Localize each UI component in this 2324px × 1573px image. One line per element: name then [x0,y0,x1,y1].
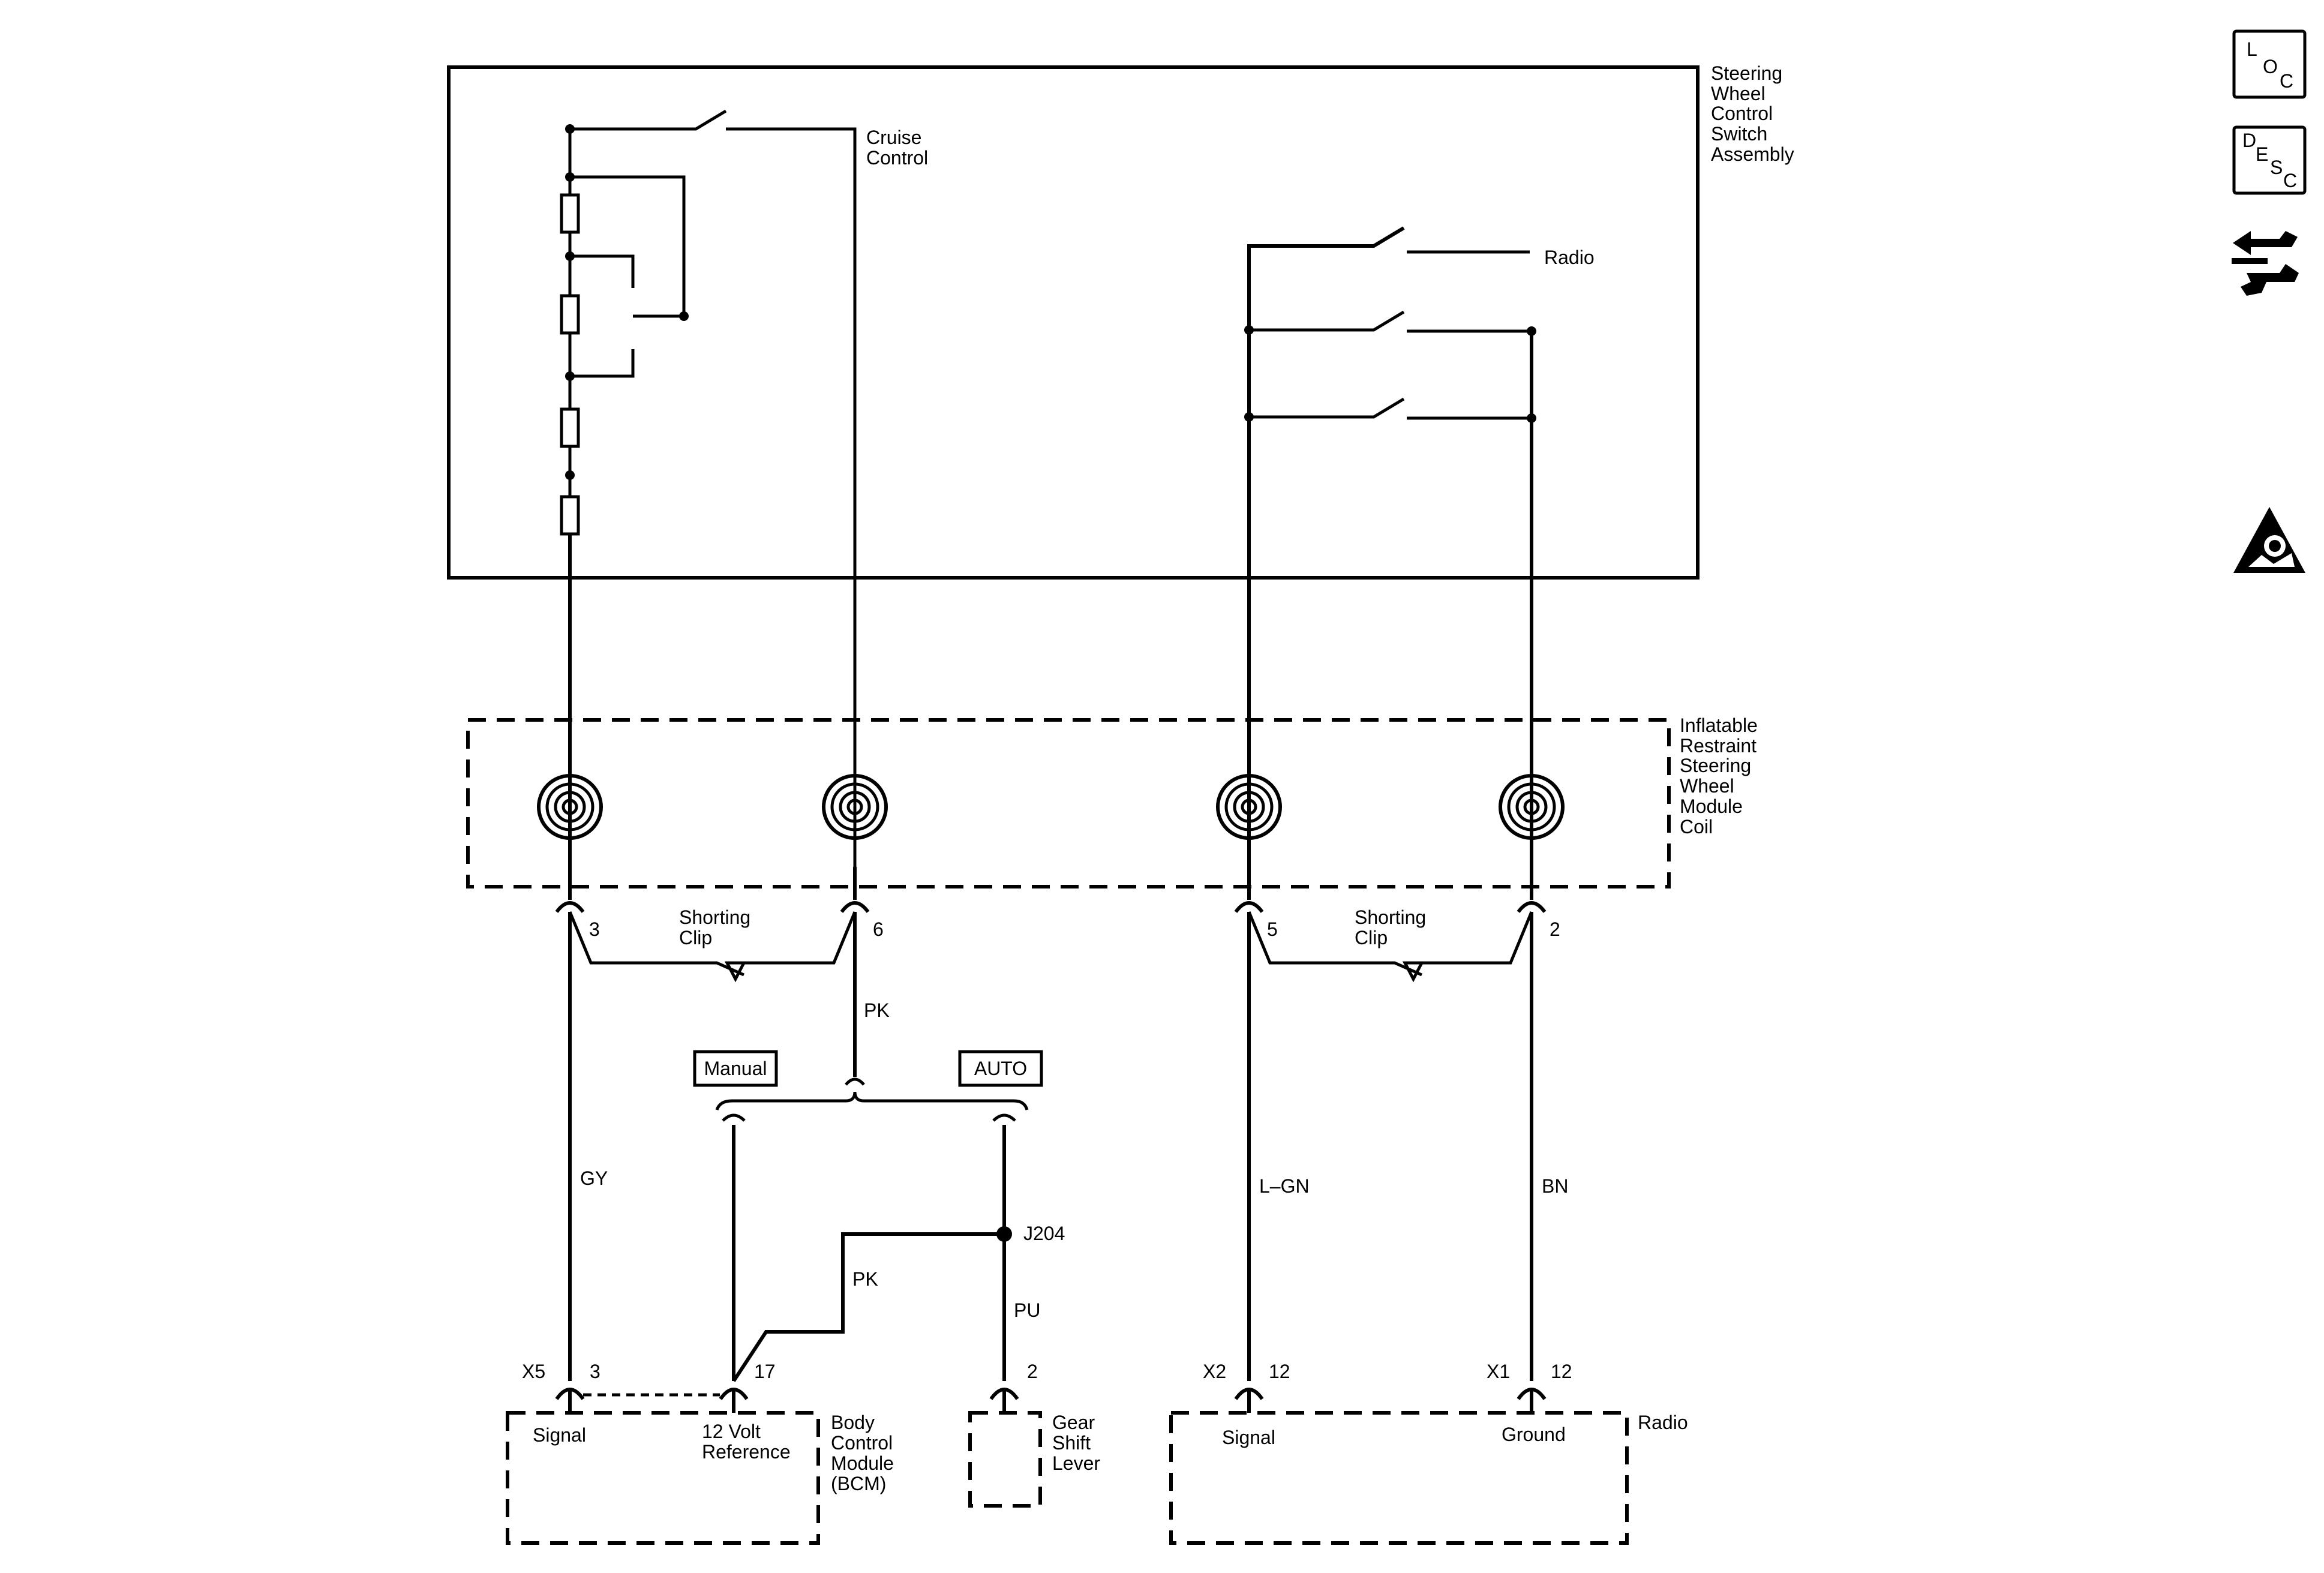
loc-letter-c: C [2280,70,2293,92]
bcm-title-1: Body [831,1412,875,1433]
radio-ground-label: Ground [1502,1424,1566,1445]
coil-pin-3: 3 [589,918,600,940]
shorting-clip-left-label-1: Shorting [679,906,750,928]
steering-switch-title-1: Steering [1711,62,1782,84]
desc-letter-d: D [2242,130,2256,151]
bcm-title-2: Control [831,1432,893,1454]
shorting-clip-left-label-2: Clip [679,927,712,948]
cruise-control-label-1: Cruise [866,127,921,148]
option-auto-label: AUTO [974,1058,1027,1079]
bcm-ref-label-2: Reference [702,1441,791,1463]
wire-color-pk-upper: PK [864,999,890,1021]
bcm-title-4: (BCM) [831,1473,886,1494]
wire-color-gy: GY [580,1167,608,1189]
bcm-pin-3: 3 [590,1361,600,1382]
coil-spiral-2 [822,774,888,840]
gear-shift-pin-2: 2 [1027,1361,1038,1382]
wire-color-lgn: L–GN [1259,1175,1310,1197]
cruise-control-label-2: Control [866,147,928,169]
coil-pin-2: 2 [1550,918,1560,940]
inflatable-restraint-coil: Inflatable Restraint Steering Wheel Modu… [466,715,1758,888]
cruise-resistor-ladder [560,109,857,867]
loc-letter-o: O [2263,56,2278,77]
radio-pin-ground-12: 12 [1551,1361,1572,1382]
radio-connector-x2: X2 [1203,1361,1226,1382]
option-manual-box: Manual [693,1050,778,1087]
coil-title-1: Inflatable [1680,715,1758,736]
steering-switch-title-4: Switch [1711,123,1767,145]
steering-switch-title-2: Wheel [1711,83,1765,104]
coil-connectors [555,867,1547,913]
coil-pin-6: 6 [873,918,884,940]
connector-tool-icon[interactable] [2232,231,2299,296]
steering-switch-title-3: Control [1711,103,1773,124]
steering-switch-title-5: Assembly [1711,143,1794,165]
radio-switch-bank [1244,226,1536,867]
radio-module-title: Radio [1638,1412,1688,1433]
shorting-clip-right-label-1: Shorting [1355,906,1426,928]
desc-letter-c: C [2283,170,2297,191]
loc-icon[interactable]: L O C [2232,29,2307,99]
shorting-clip-right [1247,911,1533,983]
steering-switch-assembly: Steering Wheel Control Switch Assembly [447,62,1794,867]
coil-title-5: Module [1680,795,1743,817]
coil-title-6: Coil [1680,816,1713,837]
option-manual-label: Manual [704,1058,767,1079]
bcm-signal-label: Signal [533,1424,586,1446]
gear-shift-title-1: Gear [1052,1412,1095,1433]
bcm-connector-x5: X5 [522,1361,545,1382]
airbag-warning-icon[interactable] [2233,507,2305,573]
bcm-title-3: Module [831,1452,894,1474]
desc-icon[interactable]: D E S C [2232,125,2307,195]
splice-j204-label: J204 [1023,1223,1065,1244]
coil-title-3: Steering [1680,755,1751,776]
wire-color-bn: BN [1542,1175,1568,1197]
bcm-pin-17: 17 [754,1361,776,1382]
coil-spiral-4 [1499,774,1565,840]
wire-color-pu: PU [1014,1299,1040,1321]
loc-letter-l: L [2247,38,2257,60]
radio-signal-label: Signal [1222,1427,1275,1448]
radio-connector-x1: X1 [1487,1361,1510,1382]
lower-wiring [568,912,1533,1382]
shorting-clip-right-label-2: Clip [1355,927,1388,948]
radio-switch-label: Radio [1544,247,1595,268]
bcm-ref-label-1: 12 Volt [702,1421,761,1442]
shorting-clip-left [568,911,857,983]
gear-shift-title-2: Shift [1052,1432,1091,1454]
bcm-module [506,1388,820,1545]
radio-pin-signal-12: 12 [1269,1361,1290,1382]
coil-pin-5: 5 [1267,918,1278,940]
desc-letter-s: S [2270,157,2283,178]
radio-module [1169,1388,1629,1545]
gear-shift-title-3: Lever [1052,1452,1100,1474]
coil-title-4: Wheel [1680,775,1734,797]
coil-title-2: Restraint [1680,735,1756,757]
wire-color-pk-lower: PK [852,1268,878,1290]
option-auto-box: AUTO [958,1050,1043,1087]
desc-letter-e: E [2256,143,2268,165]
coil-spiral-1 [537,774,603,840]
gear-shift-lever-module [968,1388,1042,1508]
coil-spiral-3 [1216,774,1282,840]
